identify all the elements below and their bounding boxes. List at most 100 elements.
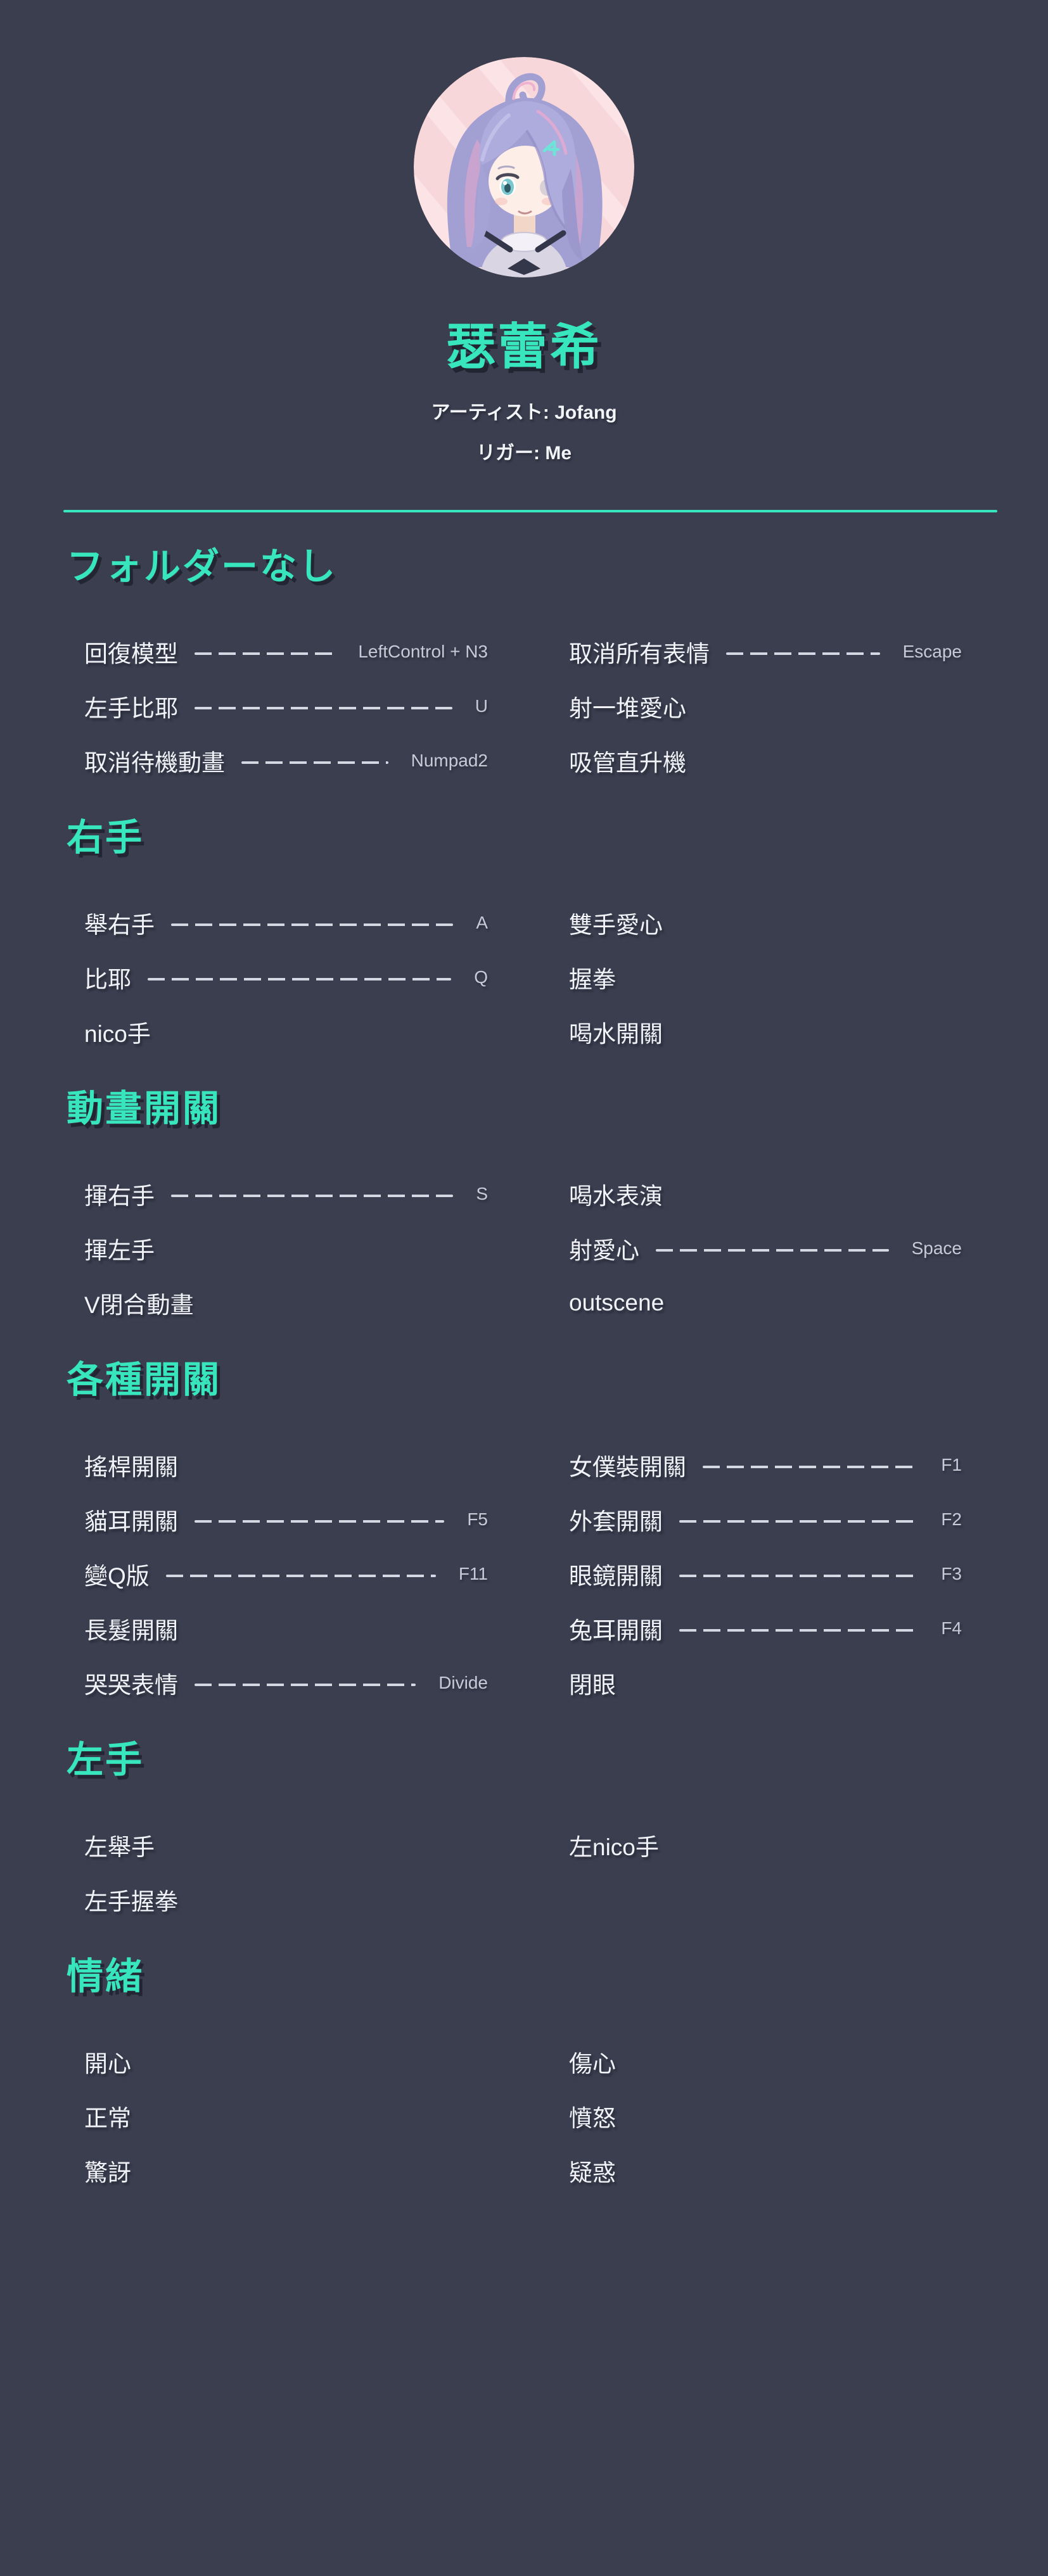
hotkey-label: 喝水開關 [569,1021,663,1047]
section-title: 動畫開關 [67,1088,222,1129]
hotkey-label: 射一堆愛心 [569,695,686,721]
hotkey-item: nico手 [84,1017,488,1047]
section-title: 左手 [67,1739,144,1780]
hotkey-key: U [475,696,488,716]
hotkey-item: 變Q版 F11 [84,1559,488,1589]
hotkey-rows: 左舉手左nico手左手握拳 [84,1830,1048,1915]
hotkey-item: outscene [569,1288,962,1318]
hotkey-label: 左手握拳 [84,1889,178,1915]
dash-leader [195,652,336,655]
hotkey-label: 女僕裝開關 [569,1454,686,1480]
dash-leader [148,978,452,980]
hotkey-label: 變Q版 [84,1563,150,1589]
hotkey-label: 兔耳開關 [569,1618,663,1644]
divider-line [63,510,997,512]
hotkey-item: V閉合動畫 [84,1288,488,1318]
dash-leader [171,1195,454,1197]
hotkey-label: 取消待機動畫 [84,750,225,776]
hotkey-item: 閉眼 [569,1668,962,1698]
rigger-credit: リガー: Me [476,443,572,464]
hotkey-label: nico手 [84,1021,151,1047]
hotkey-label: 回復模型 [84,641,178,667]
hotkey-item: 驚訝 [84,2155,488,2186]
dash-leader [165,1575,436,1577]
hotkey-label: 長髮開關 [84,1618,178,1644]
hotkey-item: 眼鏡開關 F3 [569,1559,962,1589]
hotkey-label: 憤怒 [569,2105,616,2131]
anime-girl-portrait-icon [414,57,634,277]
dash-leader [726,652,880,655]
hotkey-item: 正常 [84,2101,488,2131]
hotkey-item: 左手握拳 [84,1884,488,1915]
page-title: 瑟蕾希 [445,319,602,374]
hotkey-label: 哭哭表情 [84,1672,178,1698]
hotkey-label: 左手比耶 [84,695,178,721]
hotkey-item: 開心 [84,2046,488,2077]
section-title: 各種開關 [67,1359,222,1400]
dash-leader [171,923,454,926]
hotkey-item: 左nico手 [569,1830,962,1860]
hotkey-label: 比耶 [84,967,131,993]
section-title: フォルダーなし [67,546,338,587]
section: 左手左舉手左nico手左手握拳 [67,1737,1048,1915]
section: 情緒開心傷心正常憤怒驚訝疑惑 [67,1954,1048,2186]
dash-leader [195,707,452,709]
hotkey-label: 驚訝 [84,2160,131,2186]
hotkey-label: 射愛心 [569,1238,639,1264]
hotkey-label: 開心 [84,2051,131,2077]
hotkey-key: Numpad2 [411,751,488,770]
hotkey-label: 搖桿開關 [84,1454,178,1480]
dash-leader [195,1520,445,1523]
hotkey-item: 吸管直升機 [569,746,962,776]
hotkey-key: Escape [902,642,962,661]
hotkey-label: 疑惑 [569,2160,616,2186]
hotkey-key: F5 [467,1509,488,1529]
hotkey-item: 射一堆愛心 [569,691,962,721]
section-title: 情緒 [67,1956,144,1997]
hotkey-key: F11 [458,1564,488,1583]
hotkey-label: 吸管直升機 [569,750,686,776]
hotkey-key: F3 [941,1564,962,1583]
hotkey-item: 左手比耶 U [84,691,488,721]
dash-leader [679,1575,919,1577]
hotkey-item: 喝水開關 [569,1017,962,1047]
hotkey-key: F2 [941,1509,962,1529]
artist-credit: アーティスト: Jofang [431,402,617,423]
hotkey-key: S [476,1184,488,1203]
hotkey-key: F4 [941,1618,962,1638]
hotkey-item: 搖桿開關 [84,1450,488,1480]
dash-leader [241,761,388,764]
hotkey-item: 長髮開關 [84,1613,488,1644]
hotkey-key: A [476,913,488,932]
hotkey-item: 哭哭表情 Divide [84,1668,488,1698]
dash-leader [656,1249,889,1252]
hotkey-label: outscene [569,1290,665,1316]
hotkey-label: 貓耳開關 [84,1509,178,1535]
hotkey-item: 揮左手 [84,1233,488,1264]
hotkey-key: Q [474,967,488,987]
hotkey-item: 喝水表演 [569,1179,962,1209]
hotkey-label: 左nico手 [569,1834,659,1860]
hotkey-item: 疑惑 [569,2155,962,2186]
hotkey-item: 兔耳開關 F4 [569,1613,962,1644]
section-title: 右手 [67,817,144,858]
hotkey-key: Divide [438,1673,488,1692]
hotkey-item: 握拳 [569,962,962,993]
hotkey-label: 雙手愛心 [569,912,663,938]
hotkey-item: 憤怒 [569,2101,962,2131]
hotkey-item: 雙手愛心 [569,908,962,938]
hotkey-label: 眼鏡開關 [569,1563,663,1589]
dash-leader [195,1684,416,1686]
hotkey-rows: 開心傷心正常憤怒驚訝疑惑 [84,2046,1048,2186]
avatar [414,57,634,277]
